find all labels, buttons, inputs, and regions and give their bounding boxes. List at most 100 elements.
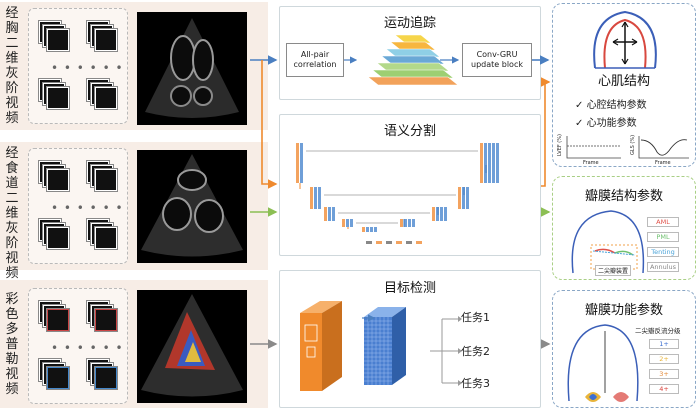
motion-tracking-panel: 运动追踪 All-pair correlation Conv-GRU updat…	[279, 6, 541, 100]
unet-legend-mark	[366, 241, 372, 244]
unet-encoder-block	[318, 187, 321, 209]
unet-legend-mark	[386, 241, 392, 244]
label-char: 多	[5, 322, 19, 337]
tee-video-label: 经食道二维灰阶视频	[3, 146, 21, 281]
gls-axis-label: GLS (%)	[630, 134, 637, 156]
task-branch-lines	[430, 316, 462, 386]
task-2: 任务2	[461, 345, 490, 358]
label-char: 二	[5, 191, 19, 206]
label-char: 食	[5, 161, 19, 176]
label-char: 灰	[5, 221, 19, 236]
unet-decoder-block	[444, 207, 447, 221]
blue-cube-front	[364, 317, 392, 385]
label-char: 视	[5, 367, 19, 382]
orange-cube-side	[322, 301, 342, 391]
task-3: 任务3	[461, 377, 490, 390]
semantic-segmentation-title: 语义分割	[383, 124, 436, 139]
unet-decoder-block	[400, 219, 403, 227]
tte-video-label: 经胸二维灰阶视频	[3, 6, 21, 126]
unet-bottleneck-block	[374, 227, 377, 232]
label-char: 维	[5, 51, 19, 66]
tee-dots: • • • • • •	[51, 201, 124, 215]
grade-3: 3+	[649, 369, 679, 379]
anchor-box	[306, 346, 316, 358]
task-1: 任务1	[461, 311, 490, 324]
label-char: 经	[5, 146, 19, 161]
tag-pml: PML	[647, 232, 679, 242]
label-char: 阶	[5, 236, 19, 251]
label-char: 普	[5, 337, 19, 352]
label-char: 胸	[5, 21, 19, 36]
unet-legend-mark	[396, 241, 402, 244]
label-char: 勒	[5, 352, 19, 367]
unet-diagram	[296, 143, 499, 244]
unet-decoder-block	[492, 143, 495, 183]
label-char: 彩	[5, 292, 19, 307]
tag-aml: AML	[647, 217, 679, 227]
function-params-item: ✓ 心功能参数	[575, 118, 637, 129]
tee-echo-image	[137, 150, 247, 263]
tte-frame-stack: • • • • • •	[28, 8, 128, 124]
doppler-dots: • • • • • •	[51, 341, 124, 355]
gls-x-label: Frame	[655, 160, 671, 166]
pyramid-layer	[385, 48, 441, 58]
mitral-apparatus-label: 二尖瓣装置	[595, 265, 632, 276]
unet-encoder-block	[314, 187, 317, 209]
unet-legend-mark	[376, 241, 382, 244]
tag-tenting: Tenting	[647, 247, 679, 257]
unet-decoder-block	[466, 187, 469, 209]
orange-cube-front	[300, 313, 322, 391]
unet-encoder-block	[310, 187, 313, 209]
unet-decoder-block	[440, 207, 443, 221]
unet-encoder-block	[324, 207, 327, 221]
pyramid-layer	[367, 76, 458, 86]
unet-legend-mark	[406, 241, 412, 244]
grade-4: 4+	[649, 384, 679, 394]
myocardium-output: 心肌结构 ✓ 心腔结构参数 ✓ 心功能参数 LVEF (%) Frame GLS…	[552, 3, 696, 167]
lvef-x-label: Frame	[583, 160, 599, 166]
all-pair-correlation-box: All-pair correlation	[286, 43, 344, 77]
pyramid-layer	[371, 69, 455, 79]
label-char: 二	[5, 36, 19, 51]
label-char: 视	[5, 96, 19, 111]
valve-function-output: 瓣膜功能参数 二尖瓣反流分级 1+ 2+ 3+ 4+	[552, 290, 696, 408]
regurgitation-heart-icon	[567, 324, 639, 402]
feature-pyramid	[367, 34, 458, 86]
valve-function-title: 瓣膜功能参数	[584, 303, 663, 318]
pyramid-layer	[394, 34, 432, 44]
unet-bottleneck-block	[370, 227, 373, 232]
valve-structure-output: 瓣膜结构参数 二尖瓣装置 AML PML Tenting Annulus	[552, 176, 696, 280]
semantic-segmentation-panel: 语义分割	[279, 114, 541, 256]
unet-encoder-block	[332, 207, 335, 221]
pyramid-layer	[389, 41, 437, 51]
label-char: 频	[5, 266, 19, 281]
chamber-params-item: ✓ 心腔结构参数	[575, 100, 647, 111]
unet-encoder-block	[350, 219, 353, 227]
blue-cube-side	[392, 307, 406, 385]
unet-decoder-block	[496, 143, 499, 183]
label-char: 视	[5, 251, 19, 266]
unet-decoder-block	[404, 219, 407, 227]
doppler-video-label: 彩色多普勒视频	[3, 292, 21, 397]
unet-bottleneck-block	[362, 227, 365, 232]
unet-decoder-block	[462, 187, 465, 209]
valve-structure-title: 瓣膜结构参数	[584, 189, 663, 204]
label-char: 频	[5, 382, 19, 397]
tte-dots: • • • • • •	[51, 61, 124, 75]
tee-frame-stack: • • • • • •	[28, 148, 128, 264]
anchor-box	[304, 324, 318, 342]
unet-decoder-block	[408, 219, 411, 227]
lvef-mini-chart	[566, 136, 621, 159]
unet-decoder-block	[488, 143, 491, 183]
object-detection-title: 目标检测	[383, 281, 436, 296]
orange-cube-top	[300, 301, 342, 313]
unet-legend-mark	[416, 241, 422, 244]
unet-decoder-block	[412, 219, 415, 227]
pyramid-layer	[380, 55, 446, 65]
grade-2: 2+	[649, 354, 679, 364]
unet-decoder-block	[484, 143, 487, 183]
motion-tracking-title: 运动追踪	[383, 16, 436, 31]
label-char: 阶	[5, 81, 19, 96]
label-char: 维	[5, 206, 19, 221]
unet-encoder-block	[342, 219, 345, 227]
